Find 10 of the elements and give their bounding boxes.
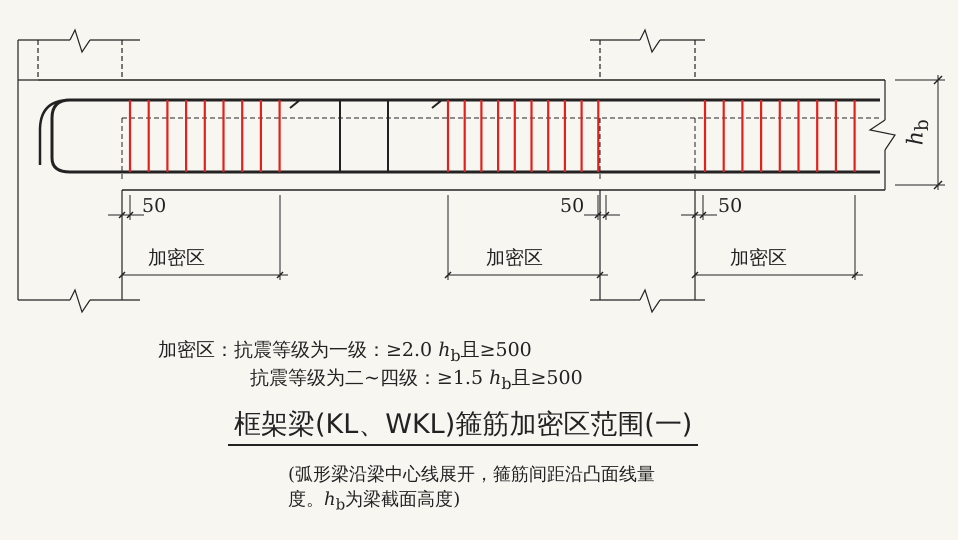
dimension-label: 50 [560, 196, 584, 217]
zone-label: 加密区 [486, 248, 543, 269]
zone-label: 加密区 [730, 248, 787, 269]
title-text: 框架梁(KL、WKL)箍筋加密区范围(一) [228, 410, 698, 446]
note-text: 加密区：抗震等级为一级：≥2.0 h$_{b}$且≥500 [158, 340, 532, 364]
zone-label: 加密区 [148, 248, 205, 269]
note-text: 抗震等级为二~四级：≥1.5 h$_{b}$且≥500 [250, 368, 583, 392]
dimension-label: 50 [718, 196, 742, 217]
dimension-label: 50 [142, 196, 166, 217]
caption-text: (弧形梁沿梁中心线展开，箍筋间距沿凸面线量度。h$_{b}$为梁截面高度) [288, 463, 656, 516]
